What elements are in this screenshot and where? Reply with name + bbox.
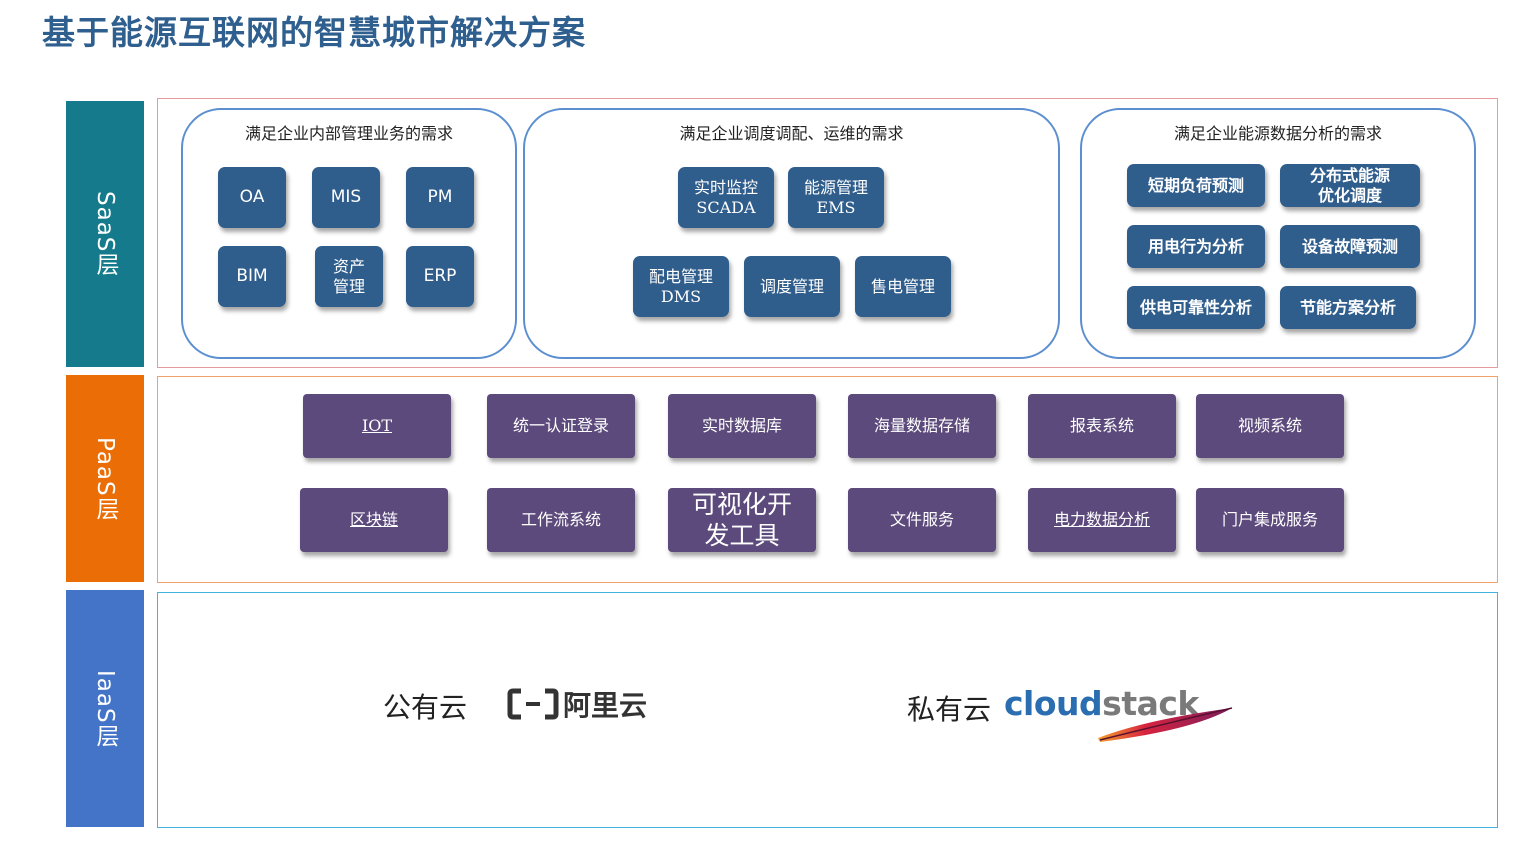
ems-button[interactable]: 能源管理 EMS [788,167,884,228]
report-system-button[interactable]: 报表系统 [1028,394,1176,458]
saas-layer-text: SaaS层 [92,191,118,277]
group-title: 满足企业调度调配、运维的需求 [679,124,904,143]
aliyun-logo: 阿里云 [507,684,647,724]
video-system-button[interactable]: 视频系统 [1196,394,1344,458]
aliyun-logo-text: 阿里云 [563,689,648,722]
feather-icon [1098,707,1233,742]
iaas-frame [157,592,1498,828]
erp-button[interactable]: ERP [406,246,474,307]
blockchain-button[interactable]: 区块链 [300,488,448,552]
power-data-analysis-button[interactable]: 电力数据分析 [1028,488,1176,552]
paas-frame [157,376,1498,583]
iot-button[interactable]: IOT [303,394,451,458]
file-service-button[interactable]: 文件服务 [848,488,996,552]
reliability-analysis-button[interactable]: 供电可靠性分析 [1127,286,1265,329]
iaas-layer-label: IaaS层 [66,590,144,827]
oa-button[interactable]: OA [218,167,286,228]
cloudstack-logo-text: cloudstack [1004,684,1199,723]
saas-group-internal-management: 满足企业内部管理业务的需求 [181,108,517,359]
private-cloud-label: 私有云 [907,693,992,726]
unified-login-button[interactable]: 统一认证登录 [487,394,635,458]
iot-label: IOT [361,416,393,436]
energy-saving-button[interactable]: 节能方案分析 [1280,286,1416,329]
group-title: 满足企业能源数据分析的需求 [1173,124,1382,143]
saas-layer-label: SaaS层 [66,101,144,367]
visual-dev-tools-button[interactable]: 可视化开 发工具 [668,488,816,552]
bim-button[interactable]: BIM [218,246,286,307]
asset-management-button[interactable]: 资产 管理 [315,246,383,307]
iaas-layer-text: IaaS层 [92,669,118,748]
power-data-analysis-label: 电力数据分析 [1053,510,1150,530]
page-title: 基于能源互联网的智慧城市解决方案 [42,13,586,52]
mis-button[interactable]: MIS [312,167,380,228]
dms-button[interactable]: 配电管理 DMS [633,256,729,317]
portal-integration-button[interactable]: 门户集成服务 [1196,488,1344,552]
blockchain-label: 区块链 [349,510,398,530]
consumption-behavior-button[interactable]: 用电行为分析 [1127,225,1265,268]
saas-group-dispatch-operations: 满足企业调度调配、运维的需求 [523,108,1060,359]
dispatch-management-button[interactable]: 调度管理 [744,256,840,317]
paas-layer-label: PaaS层 [66,375,144,582]
realtime-database-button[interactable]: 实时数据库 [668,394,816,458]
distributed-energy-button[interactable]: 分布式能源 优化调度 [1280,164,1420,207]
retail-management-button[interactable]: 售电管理 [855,256,951,317]
cloudstack-logo: cloudstack [1004,684,1199,723]
fault-prediction-button[interactable]: 设备故障预测 [1280,225,1420,268]
pm-button[interactable]: PM [406,167,474,228]
mass-storage-button[interactable]: 海量数据存储 [848,394,996,458]
group-title: 满足企业内部管理业务的需求 [244,124,453,143]
cloudstack-logo-part-a: cloud [1004,684,1103,723]
load-forecast-button[interactable]: 短期负荷预测 [1127,164,1265,207]
saas-frame [157,98,1498,368]
aliyun-bracket-icon [507,688,559,720]
scada-button[interactable]: 实时监控 SCADA [678,167,774,228]
public-cloud-label: 公有云 [383,691,468,724]
workflow-button[interactable]: 工作流系统 [487,488,635,552]
paas-layer-text: PaaS层 [92,436,118,521]
